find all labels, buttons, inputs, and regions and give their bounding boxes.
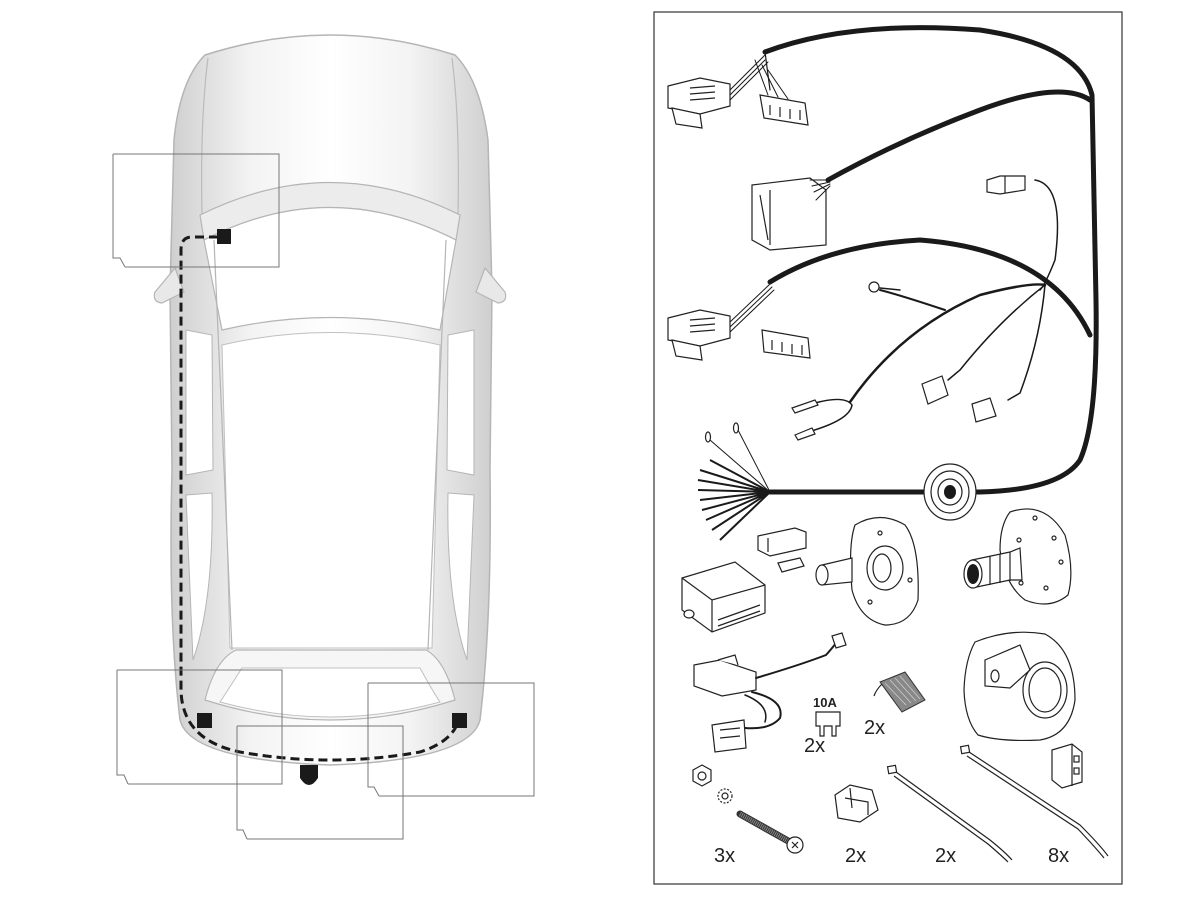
quantity-label-short-ties: 2x xyxy=(935,845,956,867)
control-module xyxy=(681,561,766,633)
vehicle-connector-5 xyxy=(761,329,811,359)
fuse-item: 10A 2x xyxy=(804,695,841,757)
adapter-lead xyxy=(693,632,847,753)
quantity-label-adhesive-pad: 2x xyxy=(864,717,885,739)
cable-route xyxy=(179,235,461,762)
quantity-label-long-ties: 8x xyxy=(1048,845,1069,867)
cable-clip: 2x xyxy=(834,784,879,867)
callout-frame-rear-right xyxy=(367,682,535,797)
mirror-left xyxy=(153,266,185,304)
socket-mounting-plate xyxy=(815,516,919,626)
ring-terminal xyxy=(868,281,901,293)
vehicle-connector-4 xyxy=(667,283,775,361)
vehicle-connector-2 xyxy=(754,59,809,126)
connector-plug-small xyxy=(986,175,1026,195)
callout-frame-rear-left xyxy=(116,669,283,785)
vehicle-top-view xyxy=(112,34,535,840)
kit-contents-panel: 10A 2x 2x xyxy=(653,11,1123,885)
rear-glass xyxy=(219,667,441,718)
callout-frame-front xyxy=(112,153,280,268)
plug-connector-a xyxy=(921,375,949,405)
callout-frame-rear-center xyxy=(236,725,404,840)
nut-washer-bolt: 3x xyxy=(692,764,804,867)
side-window-right-rear xyxy=(447,492,475,661)
plug-connector-b xyxy=(971,397,997,423)
connection-point-front xyxy=(217,229,231,244)
roof xyxy=(221,332,441,649)
mirror-right xyxy=(475,266,507,304)
quantity-label-fuse: 2x xyxy=(804,735,825,757)
relay-plug xyxy=(757,527,807,573)
long-cable-tie: 8x xyxy=(959,744,1109,867)
side-window-right-front xyxy=(446,329,475,476)
vehicle-connector-1 xyxy=(667,54,769,129)
adhesive-pad: 2x xyxy=(864,671,926,739)
rubber-grommet xyxy=(923,463,977,521)
side-window-left-rear xyxy=(185,492,213,661)
relay-connector-block xyxy=(1051,743,1083,789)
main-wiring-harness xyxy=(762,25,1099,495)
connection-point-rear-right xyxy=(452,713,467,728)
vehicle-connector-3 xyxy=(751,177,831,251)
fuse-rating-label: 10A xyxy=(813,695,837,710)
tow-socket-marker xyxy=(300,765,318,785)
quantity-label-bolts: 3x xyxy=(714,845,735,867)
loose-wire-ends xyxy=(697,422,771,541)
tow-socket-13-pin xyxy=(963,631,1076,742)
quantity-label-clips: 2x xyxy=(845,845,866,867)
side-window-left-front xyxy=(185,329,214,476)
windshield xyxy=(203,207,457,331)
spade-terminals xyxy=(791,399,819,441)
socket-gasket xyxy=(963,508,1072,605)
short-cable-tie: 2x xyxy=(886,764,1013,867)
connection-point-rear-left xyxy=(197,713,212,728)
